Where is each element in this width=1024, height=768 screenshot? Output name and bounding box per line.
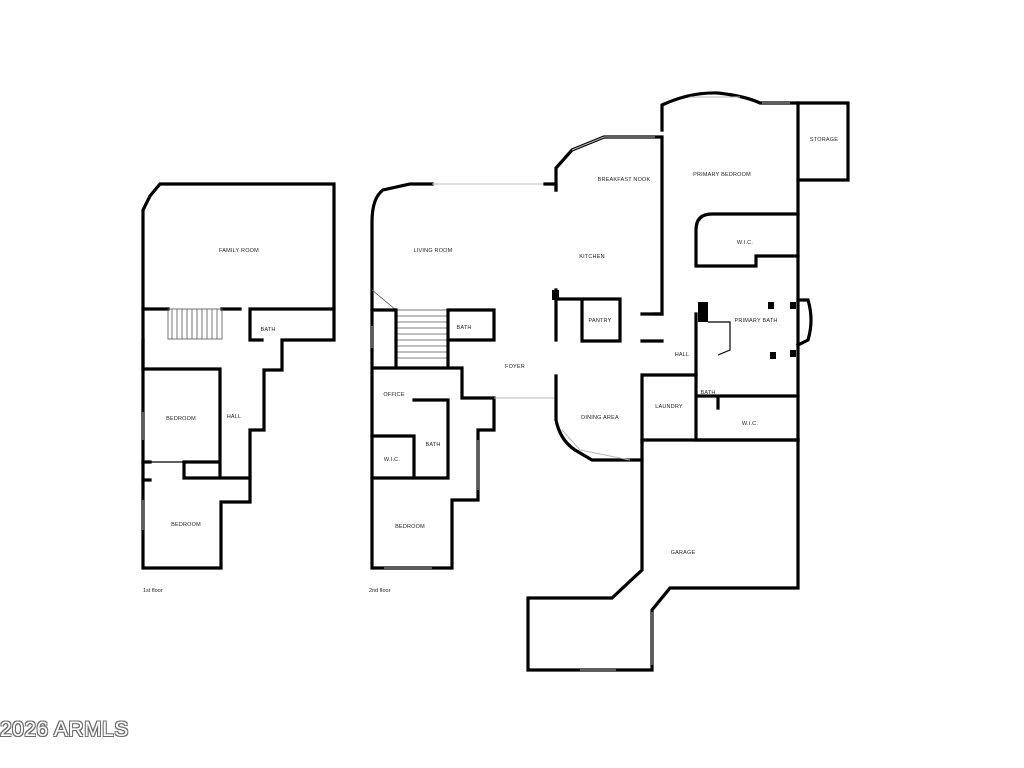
storage-label: STORAGE [810, 137, 838, 143]
primary-bath-fixture [708, 321, 731, 356]
office-label: OFFICE [383, 392, 404, 398]
dining-area-wall [554, 374, 644, 462]
primary-bath-block [698, 302, 708, 322]
office-bath-wall [370, 398, 450, 480]
first-floor-plan: FAMILY ROOM BATH BEDROOM HALL BEDROOM 1s… [141, 182, 336, 594]
living-room-outer-wall [370, 182, 434, 352]
garage-window [580, 612, 653, 671]
second-floor-bath-label: BATH [456, 325, 471, 331]
primary-bedroom-label: PRIMARY BEDROOM [693, 172, 751, 178]
first-floor-bath-label: BATH [260, 327, 275, 333]
second-floor-plan: LIVING ROOM BREAKFAST NOOK KITCHEN PANTR… [369, 91, 850, 672]
primary-bath-label: PRIMARY BATH [734, 318, 777, 324]
bedroom-lower-label: BEDROOM [171, 522, 201, 528]
primary-bath-column [770, 352, 776, 359]
kitchen-block [552, 290, 559, 300]
pantry-wall [554, 288, 622, 343]
first-floor-outer-wall [141, 182, 336, 570]
first-floor-stairs [167, 308, 223, 340]
wic-label: W.I.C. [384, 457, 400, 463]
garage-wall [526, 438, 800, 672]
dining-area-label: DINING AREA [581, 415, 619, 421]
bedroom-upper-label: BEDROOM [166, 416, 196, 422]
office-window [371, 326, 479, 569]
second-floor-west-walls [370, 308, 496, 570]
primary-bedroom-wall [660, 91, 800, 442]
primary-bath-column [790, 350, 796, 357]
first-floor-hall-label: HALL [227, 414, 242, 420]
primary-wic-label: W.I.C. [737, 240, 753, 246]
breakfast-nook-bay-wall [554, 135, 664, 316]
foyer-label: FOYER [505, 364, 525, 370]
primary-bath-column [768, 302, 774, 309]
living-room-label: LIVING ROOM [414, 248, 453, 254]
first-floor-interior-walls [141, 338, 252, 482]
office-bath-label: BATH [425, 442, 440, 448]
watermark: 2026 ARMLS [0, 718, 129, 741]
garage-label: GARAGE [671, 550, 696, 556]
primary-bedroom-window [690, 96, 790, 104]
primary-wic-wall [694, 212, 800, 268]
kitchen-label: KITCHEN [579, 254, 605, 260]
storage-wall [796, 101, 850, 182]
breakfast-nook-label: BREAKFAST NOOK [598, 177, 651, 183]
breakfast-nook-window [571, 136, 655, 151]
primary-bath-column [790, 302, 796, 309]
lower-wic-label: W.I.C. [742, 421, 758, 427]
second-floor-stairs [371, 289, 449, 369]
second-floor-caption: 2nd floor [369, 588, 391, 594]
living-room-north-wall-end [543, 182, 558, 192]
dining-window [561, 429, 631, 461]
laundry-wall [640, 373, 800, 444]
laundry-label: LAUNDRY [655, 404, 683, 410]
family-room-label: FAMILY ROOM [219, 248, 259, 254]
pantry-label: PANTRY [588, 318, 611, 324]
second-floor-bedroom-label: BEDROOM [395, 524, 425, 530]
first-floor-caption: 1st floor [143, 588, 163, 594]
kitchen-counter-wall [640, 312, 664, 343]
second-floor-hall-label: HALL [675, 352, 690, 358]
first-floor-bath-wall [248, 307, 336, 342]
small-bath-label: BATH [700, 390, 715, 396]
